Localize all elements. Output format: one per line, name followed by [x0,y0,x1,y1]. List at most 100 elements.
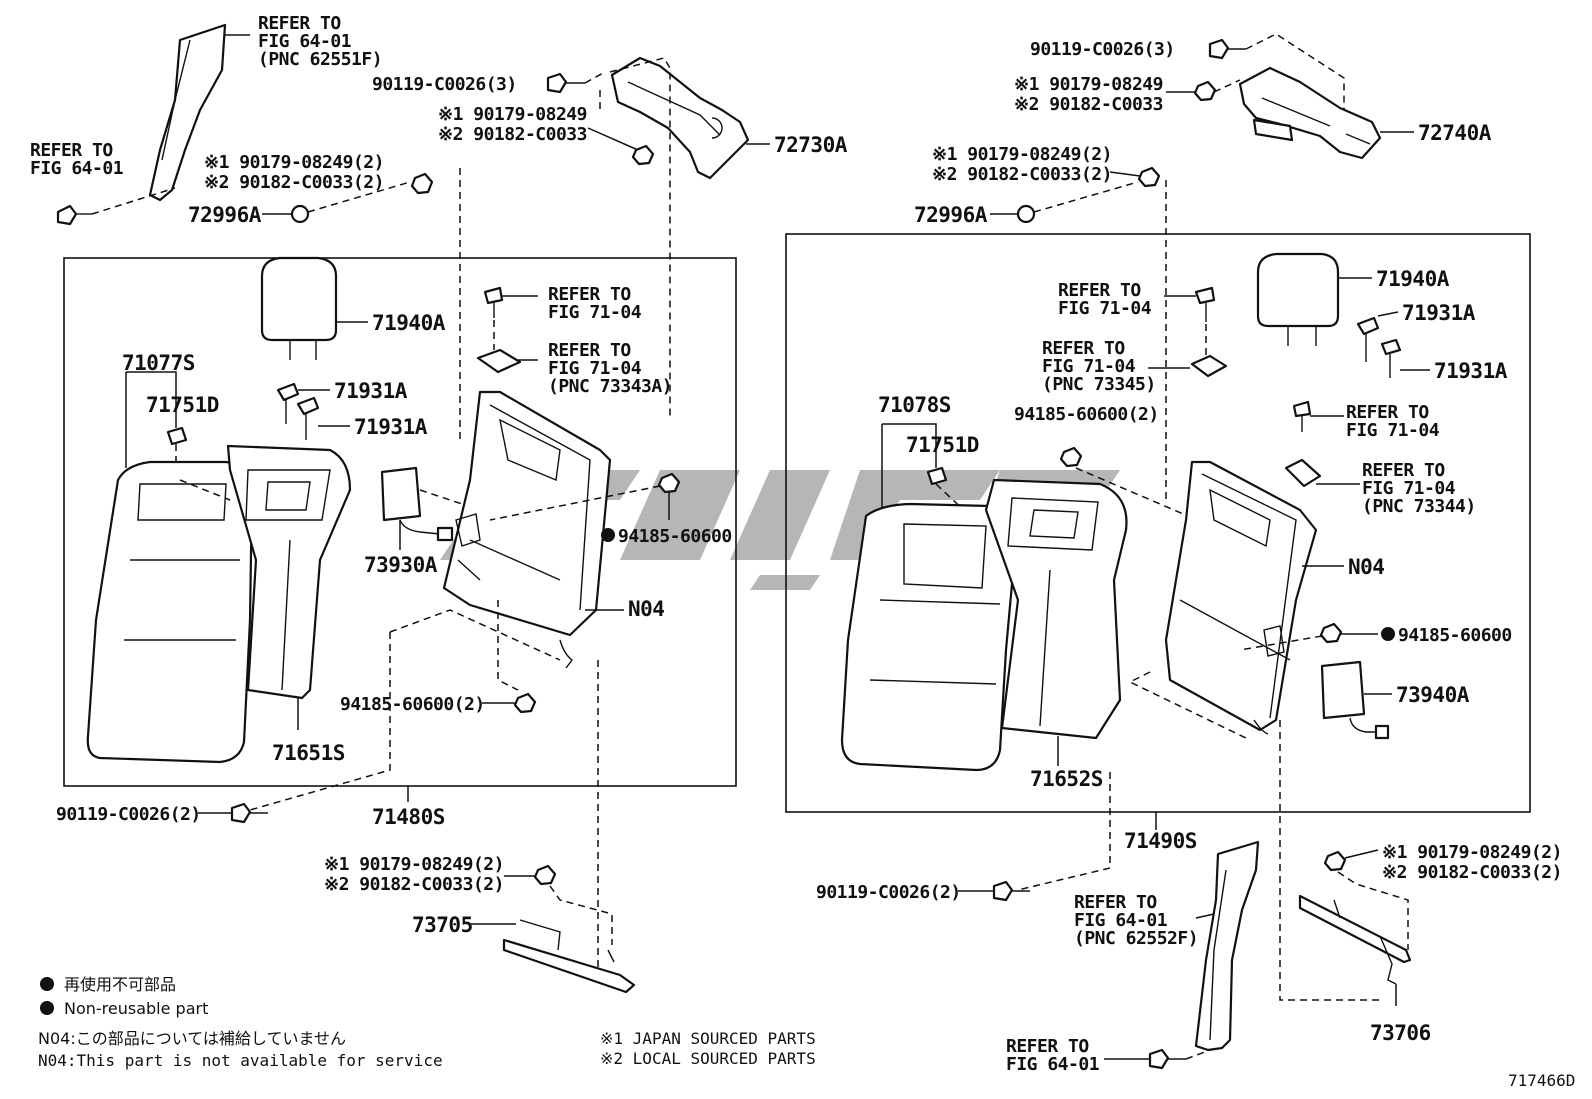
right-ref-hinge2-1: REFER TO [1362,460,1445,481]
right-ref-hinge-3: (PNC 73345) [1042,374,1156,395]
left-headrest: 71940A [372,311,446,335]
right-cover-assy: 71078S [878,393,951,417]
hinge-plate-right [1190,354,1228,378]
right-ref-hook2-1: REFER TO [1346,402,1429,423]
right-nut-mid: 94185-60600(2) [1014,404,1159,425]
right-ref-hinge2-3: (PNC 73344) [1362,496,1476,517]
right-airbag: 73940A [1396,683,1470,707]
legend-dot-jp [40,977,54,991]
left-nut-pillar-1: ※1 90179-08249(2) [204,152,384,173]
left-nut-top-2: ※2 90182-C0033 [438,124,587,145]
left-ref-bolt-1: REFER TO [30,140,113,161]
left-ref-pillar-3: (PNC 62551F) [258,49,382,70]
left-clip: 72996A [188,203,262,227]
striker-73706 [1298,894,1412,964]
hook-icon-right [1194,286,1216,322]
left-assembly-box [63,257,737,787]
legend-nonreuse-jp: 再使用不可部品 [64,975,176,994]
right-pad: 71652S [1030,767,1103,791]
right-nut-clip-2: ※2 90182-C0033(2) [932,164,1112,185]
nut-icon-left-top [631,144,655,166]
left-guide-2: 71931A [354,415,428,439]
right-clip-cover: 71751D [906,433,979,457]
left-airbag: 73930A [364,553,438,577]
legend-n04-jp: N04:この部品については補給していません [38,1029,346,1048]
hook-icon-left [483,286,504,318]
left-cover-assy: 71077S [122,351,195,375]
legend-note-2: ※2 LOCAL SOURCED PARTS [600,1049,816,1068]
right-nut-lower-1: ※1 90179-08249(2) [1382,842,1562,863]
bracket-72730a-left [610,56,750,180]
right-ref-pillar-2: FIG 64-01 [1074,910,1167,931]
nut-icon-left-bottom [513,692,537,714]
right-nut-nonreuse: 94185-60600 [1398,625,1512,646]
seatback-pad-71651s [226,444,352,700]
left-labels: REFER TO FIG 64-01 (PNC 62551F) REFER TO… [30,13,848,937]
left-seatback: 71480S [372,805,445,829]
seatback-cover-71077s [86,460,254,764]
left-striker: 73705 [412,913,473,937]
left-nut-pillar-2: ※2 90182-C0033(2) [204,172,384,193]
airbag-73940a [1320,660,1366,720]
hinge-plate-left [476,348,522,374]
clip-icon-left-cover [166,426,188,446]
right-ref-hook-1: REFER TO [1058,280,1141,301]
clip-icon-left [290,204,310,224]
left-ref-hinge-2: FIG 71-04 [548,358,642,379]
nut-icon-right-mid [1059,446,1083,468]
right-ref-pillar-1: REFER TO [1074,892,1157,913]
nut-icon-left-nonreuse [657,472,681,494]
seatback-pad-71652s [984,478,1128,740]
bolt-icon-right-top [1208,38,1246,60]
nonreuse-dot-right [1381,627,1395,641]
pillar-trim-left [148,23,227,202]
right-bracket: 72740A [1418,121,1492,145]
legend-note-1: ※1 JAPAN SOURCED PARTS [600,1029,816,1048]
left-nut-top-1: ※1 90179-08249 [438,104,587,125]
headrest-71940a-left [260,256,338,342]
legend-n04-en: N04:This part is not available for servi… [38,1051,443,1070]
right-seatback: 71490S [1124,829,1197,853]
left-nut-lower-2: ※2 90182-C0033(2) [324,874,504,895]
guide-icon-left-2 [296,396,320,440]
right-ref-bolt-1: REFER TO [1006,1036,1089,1057]
legend: 再使用不可部品 Non-reusable part N04:この部品については補… [38,975,1575,1090]
right-ref-hook-2: FIG 71-04 [1058,298,1152,319]
bolt-icon-left-top [546,72,585,94]
left-frame: N04 [628,597,664,621]
right-bolt-bottom: 90119-C0026(2) [816,882,961,903]
clip-icon-right-cover [926,466,948,486]
nonreuse-dot-left [601,528,615,542]
right-clip: 72996A [914,203,988,227]
striker-73705 [502,938,636,994]
left-guide-1: 71931A [334,379,408,403]
clip-icon-right [1016,204,1036,224]
left-ref-pillar-2: FIG 64-01 [258,31,351,52]
left-ref-hinge-1: REFER TO [548,340,631,361]
right-labels: 90119-C0026(3) ※1 90179-08249 ※2 90182-C… [816,39,1562,1075]
left-bracket: 72730A [774,133,848,157]
left-ref-hinge-3: (PNC 73343A) [548,376,672,397]
left-ref-hook-2: FIG 71-04 [548,302,642,323]
bolt-icon-left-bottom [230,802,268,824]
right-nut-top-1: ※1 90179-08249 [1014,74,1163,95]
nut-icon-right-top [1193,80,1217,102]
guide-icon-right-2 [1380,338,1402,378]
right-ref-bolt-2: FIG 64-01 [1006,1054,1099,1075]
left-nut-nonreuse: 94185-60600 [618,526,732,547]
nut-icon-left-lower [533,864,557,886]
right-assembly [785,33,1531,1070]
right-assembly-box [785,233,1531,813]
right-ref-hinge-1: REFER TO [1042,338,1125,359]
left-ref-bolt-2: FIG 64-01 [30,158,123,179]
right-nut-lower-2: ※2 90182-C0033(2) [1382,862,1562,883]
right-striker: 73706 [1370,1021,1431,1045]
right-frame: N04 [1348,555,1384,579]
bracket-72740a-right [1238,66,1382,160]
hook-icon-right-2 [1292,400,1312,432]
left-bolt-bottom: 90119-C0026(2) [56,804,201,825]
left-pad: 71651S [272,741,345,765]
airbag-73930a [380,466,422,522]
seatback-frame-n04-left [442,390,612,637]
